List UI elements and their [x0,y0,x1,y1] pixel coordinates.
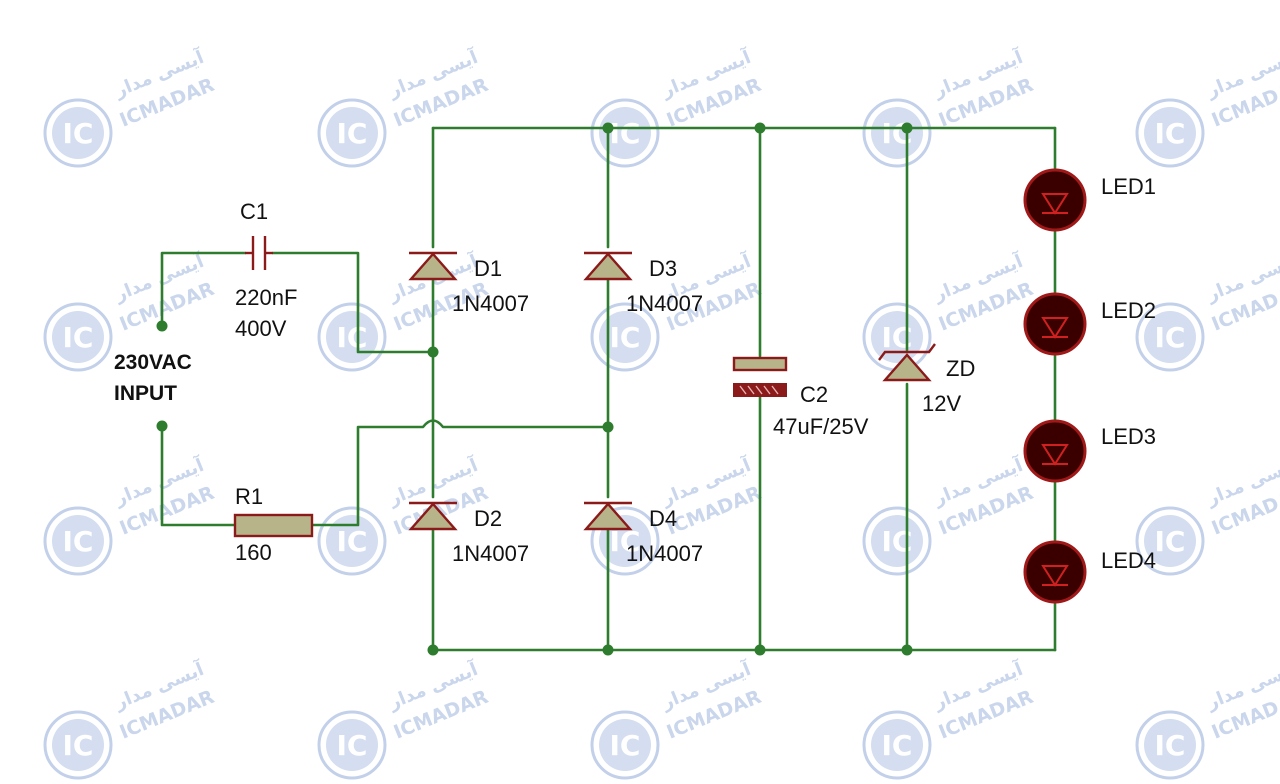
svg-text:IC: IC [610,321,641,354]
led3-label: LED3 [1101,424,1156,449]
svg-text:IC: IC [1155,729,1186,762]
input-terminal-bottom [156,420,168,432]
capacitor-c1 [245,236,273,270]
led-4 [1023,540,1087,604]
junction-node [427,346,439,358]
c1-ref-label: C1 [240,199,268,224]
junction-node [754,644,766,656]
r1-to-bridge-wire [310,419,614,527]
svg-text:IC: IC [610,117,641,150]
svg-text:IC: IC [337,321,368,354]
zener-diode-zd [878,343,936,382]
input-label-line2: INPUT [114,382,177,405]
d4-ref-label: D4 [649,506,677,531]
junction-node [901,122,913,134]
d1-ref-label: D1 [474,256,502,281]
led1-label: LED1 [1101,174,1156,199]
input-label-line1: 230VAC [114,351,192,374]
svg-text:IC: IC [882,729,913,762]
junction-node [602,421,614,433]
d2-part-label: 1N4007 [452,541,529,566]
d3-ref-label: D3 [649,256,677,281]
led-2 [1023,292,1087,356]
svg-text:IC: IC [610,729,641,762]
r1-ref-label: R1 [235,484,263,509]
d4-part-label: 1N4007 [626,541,703,566]
input-top-wire [160,251,247,328]
c2-ref-label: C2 [800,382,828,407]
zd-value-label: 12V [922,391,961,416]
labels: C1 220nF 400V 230VAC INPUT R1 160 D1 1N4… [114,174,1156,573]
led2-label: LED2 [1101,298,1156,323]
svg-text:IC: IC [337,729,368,762]
c2-value-label: 47uF/25V [773,414,869,439]
svg-text:IC: IC [63,525,94,558]
diode-d2 [408,501,458,531]
resistor-r1 [233,513,314,538]
c1-voltage-label: 400V [235,316,287,341]
c1-capacitance-label: 220nF [235,285,297,310]
wires [160,126,1057,652]
svg-text:IC: IC [610,525,641,558]
diode-d3 [583,251,633,281]
svg-text:IC: IC [63,729,94,762]
diode-d4 [583,501,633,531]
input-bottom-wire [160,424,237,527]
zd-ref-label: ZD [946,356,975,381]
svg-text:IC: IC [1155,525,1186,558]
junction-node [602,644,614,656]
d3-part-label: 1N4007 [626,291,703,316]
capacitor-c2 [732,356,788,397]
svg-text:IC: IC [337,525,368,558]
input-terminal-top [156,320,168,332]
d1-part-label: 1N4007 [452,291,529,316]
junction-node [754,122,766,134]
svg-text:IC: IC [337,117,368,150]
junction-nodes [156,122,913,656]
svg-text:IC: IC [63,117,94,150]
diode-d1 [408,251,458,281]
junction-node [427,644,439,656]
junction-node [901,644,913,656]
d2-ref-label: D2 [474,506,502,531]
led-1 [1023,168,1087,232]
led-3 [1023,419,1087,483]
svg-text:IC: IC [1155,321,1186,354]
led4-label: LED4 [1101,548,1156,573]
r1-value-label: 160 [235,540,272,565]
svg-text:IC: IC [63,321,94,354]
c1-to-bridge-wire [271,251,435,354]
junction-node [602,122,614,134]
svg-text:IC: IC [1155,117,1186,150]
